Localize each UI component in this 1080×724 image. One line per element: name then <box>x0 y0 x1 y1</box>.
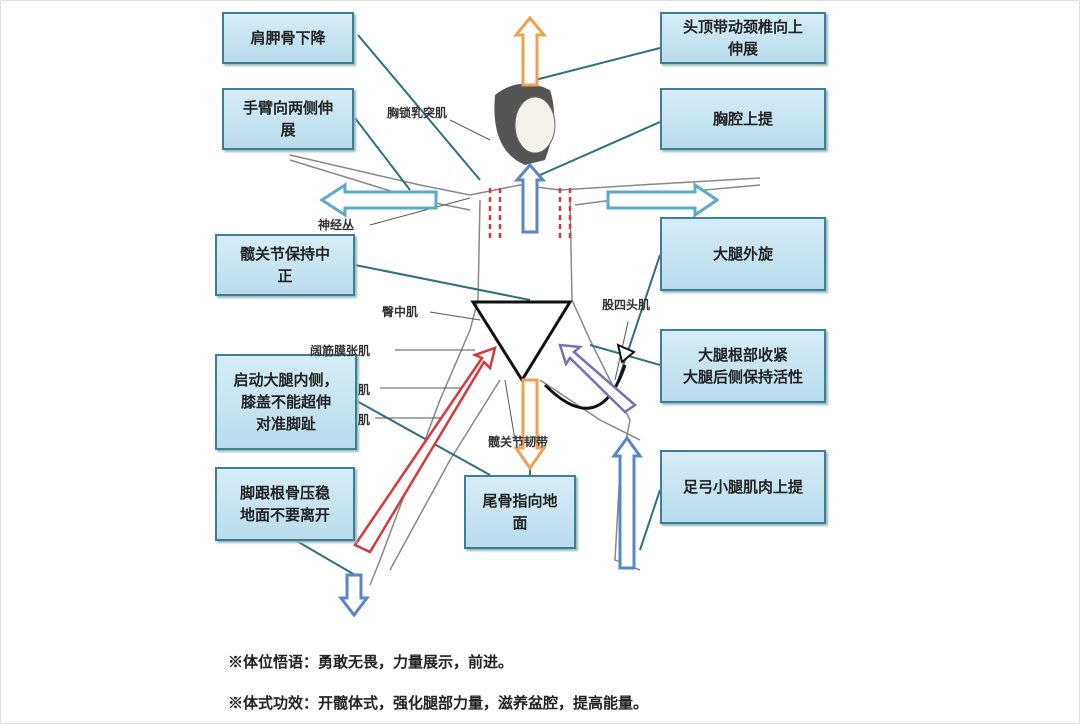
rotation-arrow <box>543 364 627 410</box>
left-arm-arrow <box>319 182 438 218</box>
rotation-arrow-head <box>616 343 636 364</box>
label-leaders <box>369 119 629 441</box>
box-hip: 髋关节保持中 正 <box>215 234 355 296</box>
label-quad: 股四头肌 <box>602 298 651 312</box>
blue-calf-arrow <box>611 435 643 570</box>
note-meaning: ※体位悟语：勇敢无畏，力量展示，前进。 <box>228 653 514 671</box>
box-thigh-rotate: 大腿外旋 <box>660 217 826 291</box>
box-thigh-root: 大腿根部收紧 大腿后侧保持活性 <box>660 329 826 403</box>
orange-down-arrow <box>513 378 547 471</box>
label-scm: 胸锁乳突肌 <box>387 106 448 120</box>
box-heel: 脚跟根骨压稳 地面不要离开 <box>215 467 355 541</box>
label-glute-med: 臀中肌 <box>382 305 419 319</box>
orange-up-arrow <box>512 15 548 87</box>
label-tfl: 阔筋膜张肌 <box>310 344 371 358</box>
note-benefit: ※体式功效：开髋体式，强化腿部力量，滋养盆腔，提高能量。 <box>228 694 649 712</box>
box-arch: 足弓小腿肌肉上提 <box>660 450 826 524</box>
connector-lines <box>294 34 661 576</box>
box-arms: 手臂向两侧伸 展 <box>222 88 354 150</box>
red-leg-arrow <box>353 346 497 554</box>
box-chest: 胸腔上提 <box>660 88 826 150</box>
purple-thigh-arrow <box>558 343 638 414</box>
right-arm-arrow <box>606 182 720 218</box>
label-muscle-2: 肌 <box>358 413 371 427</box>
box-scapula: 肩胛骨下降 <box>222 12 354 64</box>
label-plexus: 神经丛 <box>318 218 355 232</box>
head <box>514 96 556 154</box>
yoga-figure <box>289 154 761 586</box>
pelvis-triangle <box>470 300 573 383</box>
box-inner-thigh: 启动大腿内侧， 膝盖不能超伸 对准脚趾 <box>215 354 357 450</box>
label-muscle-1: 肌 <box>358 383 371 397</box>
blue-heel-arrow <box>337 573 371 618</box>
blue-chest-arrow <box>513 162 547 234</box>
label-hip-ligament: 髋关节韧带 <box>488 435 549 449</box>
box-coccyx: 尾骨指向地 面 <box>464 475 576 549</box>
box-head: 头顶带动颈椎向上 伸展 <box>660 12 826 64</box>
